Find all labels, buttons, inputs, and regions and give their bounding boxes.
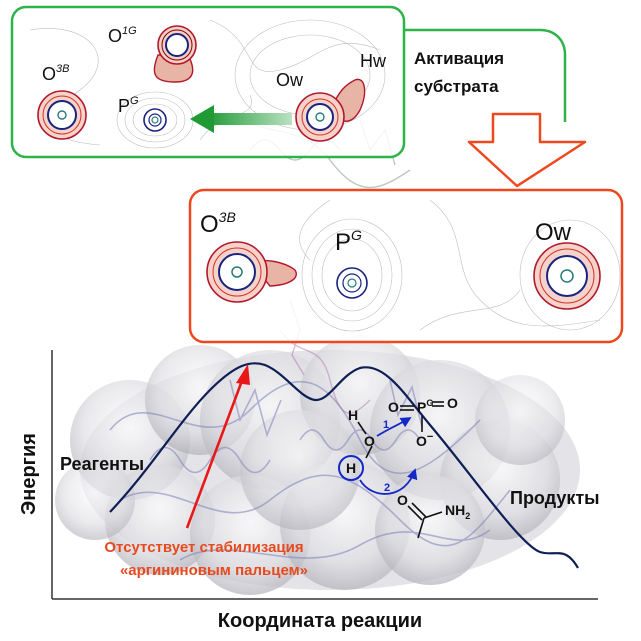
bottom-contour-ow [533, 242, 601, 310]
protein-surface [55, 109, 580, 595]
energy-curve [109, 362, 579, 569]
arginine-note-line-1: Отсутствует стабилизация [104, 539, 303, 556]
atom-o-carbonyl: O [397, 492, 408, 508]
top-panel: O1G O3B PG Ow Hw [10, 5, 406, 159]
reaction-molecule: H O H O PG O O− 1 2 O NH2 [338, 395, 470, 539]
atom-o-left: O [388, 399, 399, 415]
x-axis-label: Координата реакции [218, 610, 422, 632]
atom-h-circled: H [346, 460, 356, 476]
y-axis-label: Энергия [18, 433, 40, 515]
atom-h-water: H [348, 407, 358, 423]
bottom-panel: O3B PG Ow [188, 188, 624, 344]
callout-line-2: субстрата [414, 77, 499, 96]
top-label-ow: Ow [276, 70, 304, 90]
atom-o-water: O [364, 433, 375, 449]
circled-h-ring [338, 455, 364, 481]
step-2-label: 2 [384, 482, 390, 494]
step-1-label: 1 [383, 419, 389, 431]
callout-line-1: Активация [414, 49, 504, 68]
reagents-label: Реагенты [60, 454, 144, 474]
top-label-o3b: O3B [42, 63, 69, 84]
contour-ow [295, 78, 366, 142]
arginine-note-line-2: «аргининовым пальцем» [120, 562, 308, 579]
contour-pg [143, 108, 167, 132]
atom-o-minus: O− [416, 431, 433, 449]
bottom-panel-frame [188, 188, 624, 344]
atom-o-right: O [447, 395, 458, 411]
top-label-pg: PG [118, 95, 139, 116]
bottom-label-o3b: O3B [200, 209, 236, 238]
top-label-hw: Hw [360, 51, 387, 71]
bottom-contour-o3b [206, 241, 297, 303]
bottom-label-ow: Ow [535, 219, 572, 246]
atom-nh2: NH2 [445, 502, 470, 521]
energy-axes [51, 350, 598, 600]
top-label-o1g: O1G [108, 25, 137, 46]
products-label: Продукты [510, 488, 600, 508]
green-connector [404, 28, 567, 122]
bottom-label-pg: PG [335, 227, 362, 256]
contour-o1g [153, 25, 197, 83]
contour-o3b [37, 90, 87, 140]
transition-arrow [467, 112, 587, 188]
green-activation-arrow [190, 105, 292, 133]
bottom-contour-pg [336, 267, 368, 299]
atom-p: PG [417, 398, 433, 415]
activation-arrow [185, 364, 250, 529]
